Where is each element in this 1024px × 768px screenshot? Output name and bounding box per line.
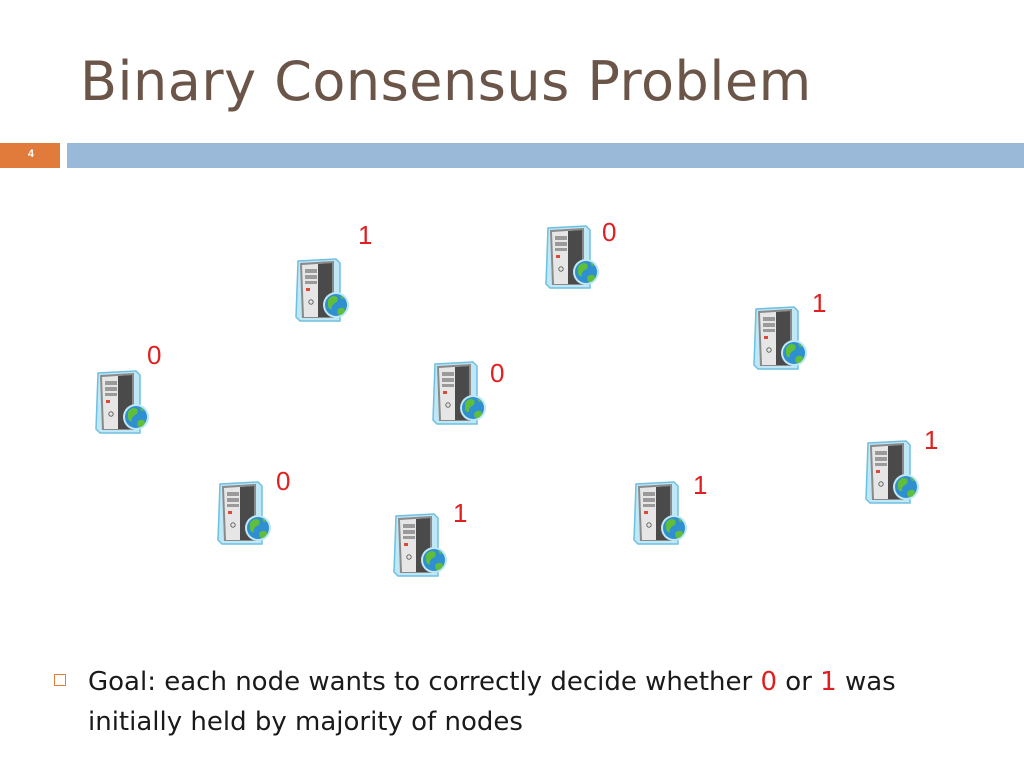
server-globe-icon — [628, 478, 698, 548]
server-globe-icon — [540, 222, 610, 292]
server-globe-icon — [748, 303, 818, 373]
value-one: 1 — [820, 667, 837, 697]
goal-text-start: Goal: each node wants to correctly decid… — [88, 667, 761, 697]
node-value: 1 — [812, 288, 827, 318]
node-value: 0 — [147, 340, 162, 370]
goal-text-end: was initially held by majority of nodes — [88, 667, 896, 737]
server-globe-icon — [212, 478, 282, 548]
node-value: 1 — [924, 425, 939, 455]
goal-text-or: or — [777, 667, 821, 697]
hollow-square-bullet-icon — [54, 674, 66, 686]
server-globe-icon — [90, 367, 160, 437]
node-value: 0 — [602, 217, 617, 247]
goal-bullet: Goal: each node wants to correctly decid… — [54, 662, 974, 742]
node-value: 0 — [276, 466, 291, 496]
goal-text: Goal: each node wants to correctly decid… — [88, 662, 974, 742]
server-globe-icon — [388, 510, 458, 580]
server-globe-icon — [860, 437, 930, 507]
slide-title: Binary Consensus Problem — [80, 50, 812, 113]
node-value: 1 — [453, 498, 468, 528]
node-value: 1 — [358, 220, 373, 250]
value-zero: 0 — [760, 667, 778, 697]
slide-number: 4 — [27, 148, 34, 160]
title-divider-bar — [67, 143, 1024, 168]
server-globe-icon — [290, 255, 360, 325]
node-value: 0 — [490, 358, 505, 388]
server-globe-icon — [427, 358, 497, 428]
node-value: 1 — [693, 470, 708, 500]
slide-number-bar: 4 — [0, 143, 60, 168]
